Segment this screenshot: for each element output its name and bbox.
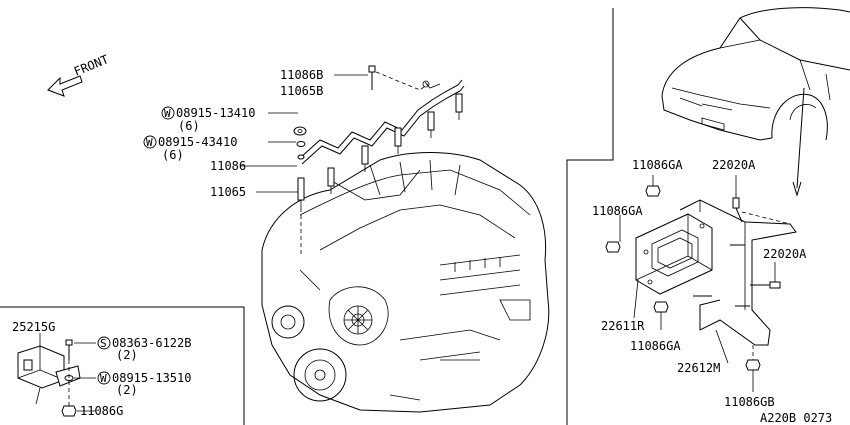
label-22020a-right: 22020A [763, 247, 807, 261]
bracket [679, 199, 797, 346]
ecm-unit [635, 213, 713, 295]
car-illustration [661, 7, 850, 197]
label-11086gb: 11086GB [724, 395, 775, 409]
label-s-qty: (2) [116, 348, 138, 362]
relay-assembly [17, 345, 81, 405]
label-w2-qty: (6) [162, 148, 184, 162]
washer-symbol: W [164, 107, 171, 120]
injectors [297, 93, 463, 208]
label-11065: 11065 [210, 185, 246, 199]
front-label: FRONT [72, 52, 111, 79]
label-11086ga-top: 11086GA [632, 158, 683, 172]
washer-callout-2: W 08915-43410 (6) [143, 135, 237, 162]
injector [361, 145, 369, 172]
label-11086: 11086 [210, 159, 246, 173]
leader-lines-engine [240, 74, 368, 193]
label-w2-code: 08915-43410 [158, 135, 237, 149]
washer-symbol: W [100, 372, 107, 385]
washer-callout-3: W 08915-13510 (2) [97, 371, 191, 397]
label-11086g: 11086G [80, 404, 123, 418]
panel-borders [0, 8, 614, 425]
nut-11086ga-top [645, 185, 661, 197]
label-w1-code: 08915-13410 [176, 106, 255, 120]
leader-lines-ecm [619, 175, 776, 392]
label-11086b: 11086B [280, 68, 323, 82]
nut-11086gb [745, 345, 761, 371]
nut-11086ga-bottom [653, 301, 669, 313]
label-w3-qty: (2) [116, 383, 138, 397]
label-s-code: 08363-6122B [112, 336, 191, 350]
diagram-id: A220B 0273 [760, 411, 832, 425]
screw-s [65, 339, 73, 360]
label-22020a-top: 22020A [712, 158, 756, 172]
nut-11086ga-left [605, 241, 621, 253]
injector [394, 127, 402, 154]
injector [327, 167, 335, 194]
injector [297, 177, 305, 208]
label-11086ga-left: 11086GA [592, 204, 643, 218]
label-25215g: 25215G [12, 320, 55, 334]
injector [455, 93, 463, 120]
washer-callout-1: W 08915-13410 (6) [161, 106, 255, 133]
bolt-22020a-top [732, 197, 791, 225]
label-11065b: 11065B [280, 84, 323, 98]
injector [427, 111, 435, 138]
bolt-22020a-right [750, 281, 781, 289]
fuel-rail [299, 79, 465, 165]
front-arrow: FRONT [47, 52, 111, 97]
bolt-11086b [368, 65, 429, 91]
washer-upper [293, 126, 307, 136]
nut-11086g [61, 360, 77, 417]
label-22612m: 22612M [677, 361, 720, 375]
label-22611r: 22611R [601, 319, 645, 333]
engine-block [261, 152, 550, 413]
washer-lower [296, 141, 306, 160]
stud-bolts [693, 244, 750, 307]
washer-symbol: W [146, 136, 153, 149]
screw-callout: S 08363-6122B (2) [97, 336, 191, 362]
label-w3-code: 08915-13510 [112, 371, 191, 385]
leader-lines-relay [39, 333, 96, 412]
screw-symbol: S [100, 337, 107, 350]
label-w1-qty: (6) [178, 119, 200, 133]
label-11086ga-bottom: 11086GA [630, 339, 681, 353]
